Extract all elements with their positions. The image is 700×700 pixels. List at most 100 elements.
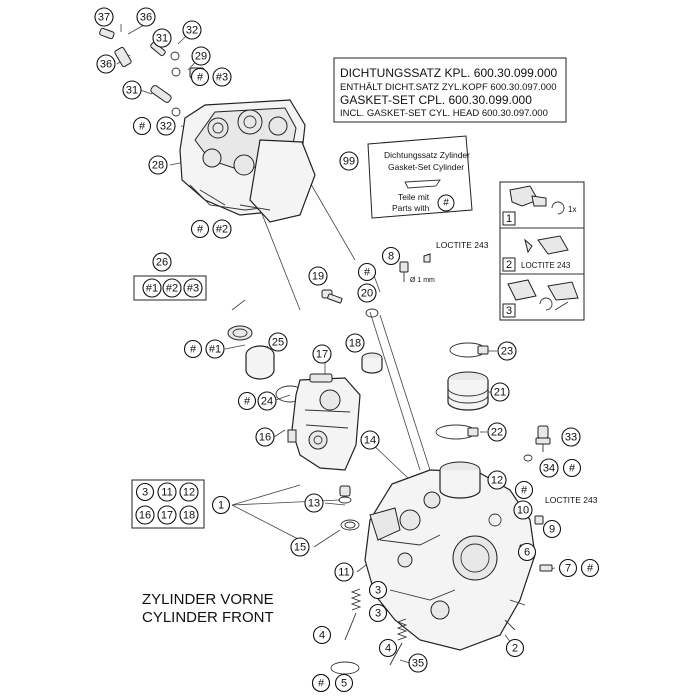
callout-13-46: 13 (304, 493, 324, 513)
callout-hash-15: # (357, 262, 377, 282)
callout-label: 20 (361, 288, 373, 300)
callout-22-35: 22 (487, 422, 507, 442)
callout-label: 31 (156, 33, 168, 45)
top-hardware (99, 27, 205, 117)
callout-hash-30: # (237, 391, 257, 411)
callout-label: 14 (364, 435, 376, 447)
callout-2-60: 2 (505, 638, 525, 658)
callout-28-11: 28 (148, 155, 168, 175)
callout-label: 15 (294, 542, 306, 554)
callout-31-6: 31 (122, 80, 142, 100)
assembly-steps-box: 1 2 3 1x LOCTITE 243 (499, 181, 585, 321)
step-times-label: 1x (568, 205, 576, 214)
callout-32-2: 32 (182, 20, 202, 40)
gasket-line-1: DICHTUNGSSATZ KPL. 600.30.099.000 (340, 66, 558, 80)
callout-label: 17 (316, 349, 328, 361)
oring-5 (330, 661, 360, 675)
callout-label: 4 (385, 643, 391, 655)
callout-label: 11 (338, 567, 349, 579)
callout-1-45: 1 (211, 495, 231, 515)
callout-label: #2 (216, 224, 228, 236)
callout-label: # (569, 463, 576, 475)
head-cover (179, 99, 316, 223)
callout-label: 28 (152, 160, 164, 172)
camshaft-bridge (287, 373, 361, 471)
callout-label: # (587, 563, 594, 575)
callout-label: 4 (319, 630, 325, 642)
package-parts-2: Parts with (392, 203, 430, 213)
callout-18-28: 18 (345, 333, 365, 353)
gasket-line-3: GASKET-SET CPL. 600.30.099.000 (340, 93, 532, 107)
callout-label: 13 (308, 498, 320, 510)
seal-34 (523, 454, 533, 462)
title-german: ZYLINDER VORNE (142, 591, 274, 608)
callout-14-34: 14 (360, 430, 380, 450)
step-1: 1 (506, 213, 512, 225)
callout-label: 6 (524, 547, 530, 559)
callout-11-53: 11 (334, 562, 354, 582)
callout-16-33: 16 (255, 427, 275, 447)
callout-15-51: 15 (290, 537, 310, 557)
callout-3-39: 3 (135, 482, 155, 502)
callout-6-52: 6 (517, 542, 537, 562)
callout-label: 22 (491, 427, 503, 439)
callout-label: #3 (187, 283, 199, 295)
callout-label: 11 (161, 487, 172, 499)
callout-29-5: 29 (191, 46, 211, 66)
callout-label: 36 (140, 12, 152, 24)
callout-hash-9: # (132, 116, 152, 136)
cylinder-head (364, 461, 536, 651)
callout-12-47: 12 (487, 470, 507, 490)
callout-label: # (197, 224, 204, 236)
step-loctite-label: LOCTITE 243 (521, 261, 571, 270)
callout-label: 35 (412, 658, 424, 670)
callout-label: #3 (216, 72, 228, 84)
title-english: CYLINDER FRONT (142, 609, 274, 626)
callout-26-20: 26 (152, 252, 172, 272)
callout-label: 19 (312, 271, 324, 283)
gasket-set-box: DICHTUNGSSATZ KPL. 600.30.099.000 ENTHÄL… (333, 57, 567, 123)
callout-32-10: 32 (156, 116, 176, 136)
callout-hash-55: # (580, 558, 600, 578)
callout-17-27: 17 (312, 344, 332, 364)
callout-34-37: 34 (539, 458, 559, 478)
callout-10-49: 10 (513, 500, 533, 520)
callout-31-3: 31 (152, 28, 172, 48)
callout-hash-48: # (514, 480, 534, 500)
callout-99-14: 99 (339, 151, 359, 171)
callout-19-17: 19 (308, 266, 328, 286)
callout-9-50: 9 (542, 519, 562, 539)
callout-label: 31 (126, 85, 138, 97)
package-symbol: # (443, 198, 449, 209)
clamp-23 (449, 342, 489, 358)
callout-label: 8 (388, 251, 394, 263)
callout-hash-38: # (562, 458, 582, 478)
callout-label: # (139, 121, 146, 133)
callout-label: # (364, 267, 371, 279)
loctite-right-label: LOCTITE 243 (545, 495, 598, 505)
callout-label: 7 (565, 563, 571, 575)
callout-label: # (197, 72, 204, 84)
callout-hash-63: # (311, 673, 331, 693)
callout-hash-3-23: #3 (183, 278, 203, 298)
callout-label: #1 (146, 283, 158, 295)
callout-4-59: 4 (378, 638, 398, 658)
callout-20-19: 20 (357, 283, 377, 303)
callout-label: 34 (543, 463, 555, 475)
callout-label: #2 (166, 283, 178, 295)
callout-5-64: 5 (334, 673, 354, 693)
callout-label: 16 (259, 432, 271, 444)
callout-35-62: 35 (408, 653, 428, 673)
gasket-line-2: ENTHÄLT DICHT.SATZ ZYL.KOPF 600.30.097.0… (340, 82, 556, 93)
callout-label: 26 (156, 257, 168, 269)
washer-20 (365, 308, 379, 318)
callout-hash-12: # (190, 219, 210, 239)
callout-25-24: 25 (268, 332, 288, 352)
callout-label: 25 (272, 337, 284, 349)
callout-23-29: 23 (497, 341, 517, 361)
gasket-package-box: Dichtungssatz Zylinder Gasket-Set Cylind… (367, 135, 473, 219)
callout-label: # (318, 678, 325, 690)
callout-12-41: 12 (179, 482, 199, 502)
callout-label: 17 (161, 510, 173, 522)
